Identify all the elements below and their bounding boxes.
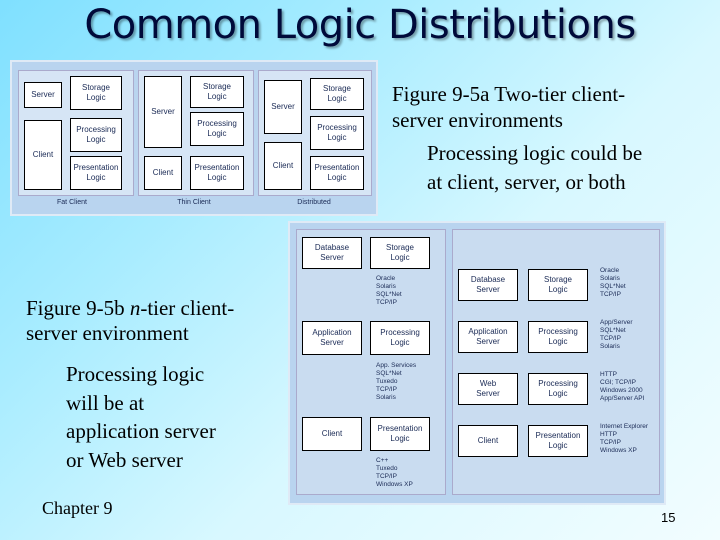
page-number: 15 <box>661 510 676 525</box>
storage-logic-box: Storage Logic <box>370 237 430 269</box>
server-box: Server <box>144 76 182 148</box>
right-note-3: HTTP CGI; TCP/IP Windows 2000 App/Server… <box>600 371 645 402</box>
figure-b-detail-line: application server <box>66 419 216 443</box>
processing-logic-box: Processing Logic <box>370 321 430 355</box>
fat-client-label: Fat Client <box>57 199 87 206</box>
figure-b-detail-line: will be at <box>66 391 145 415</box>
application-server-box: Application Server <box>302 321 362 355</box>
processing-logic-box: Processing Logic <box>528 373 588 405</box>
application-server-box: Application Server <box>458 321 518 353</box>
presentation-logic-box: Presentation Logic <box>528 425 588 457</box>
storage-logic-box: Storage Logic <box>528 269 588 301</box>
client-box: Client <box>302 417 362 451</box>
right-note-4: Internet Explorer HTTP TCP/IP Windows XP <box>600 423 649 454</box>
database-server-box: Database Server <box>302 237 362 269</box>
figure-9-5a: Server Storage Logic Client Processing L… <box>10 60 378 216</box>
chapter-label: Chapter 9 <box>42 498 113 518</box>
figure-9-5b: Database Server Storage Logic Oracle Sol… <box>288 221 666 505</box>
figure-a-detail-line1: Processing logic could be <box>427 141 643 165</box>
distributed-label: Distributed <box>297 199 331 206</box>
presentation-logic-box: Presentation Logic <box>310 156 364 190</box>
right-note-2: App/Server SQL*Net TCP/IP Solaris <box>600 319 633 350</box>
thin-client-label: Thin Client <box>177 199 211 206</box>
figure-b-detail-line: Processing logic <box>66 362 205 386</box>
storage-logic-box: Storage Logic <box>70 76 122 110</box>
figure-b-detail-line: or Web server <box>66 448 183 472</box>
client-box: Client <box>264 142 302 190</box>
storage-logic-box: Storage Logic <box>190 76 244 108</box>
presentation-logic-box: Presentation Logic <box>370 417 430 451</box>
client-box: Client <box>24 120 62 190</box>
processing-logic-box: Processing Logic <box>190 112 244 146</box>
right-note-1: Oracle Solaris SQL*Net TCP/IP <box>600 267 626 298</box>
left-note-1: Oracle Solaris SQL*Net TCP/IP <box>376 275 402 306</box>
server-box: Server <box>264 80 302 134</box>
client-box: Client <box>458 425 518 457</box>
page-title: Common Logic Distributions <box>84 2 636 48</box>
figure-b-caption-line1: Figure 9-5b n-tier client- <box>26 296 234 321</box>
figure-b-caption-italic: n <box>129 296 141 320</box>
left-note-2: App. Services SQL*Net Tuxedo TCP/IP Sola… <box>376 362 417 401</box>
database-server-box: Database Server <box>458 269 518 301</box>
processing-logic-box: Processing Logic <box>310 116 364 150</box>
processing-logic-box: Processing Logic <box>528 321 588 353</box>
processing-logic-box: Processing Logic <box>70 118 122 152</box>
figure-a-caption-line1: Figure 9-5a Two-tier client- <box>392 82 626 106</box>
web-server-box: Web Server <box>458 373 518 405</box>
storage-logic-box: Storage Logic <box>310 78 364 110</box>
server-box: Server <box>24 82 62 108</box>
left-note-3: C++ Tuxedo TCP/IP Windows XP <box>376 457 413 488</box>
figure-b-caption-suffix: -tier client- <box>140 296 235 320</box>
presentation-logic-box: Presentation Logic <box>70 156 122 190</box>
figure-b-caption-line2: server environment <box>26 321 189 345</box>
client-box: Client <box>144 156 182 190</box>
figure-b-caption-prefix: Figure 9-5b <box>26 296 130 320</box>
presentation-logic-box: Presentation Logic <box>190 156 244 190</box>
figure-a-detail-line2: at client, server, or both <box>427 170 626 194</box>
figure-a-caption-line2: server environments <box>392 108 563 132</box>
